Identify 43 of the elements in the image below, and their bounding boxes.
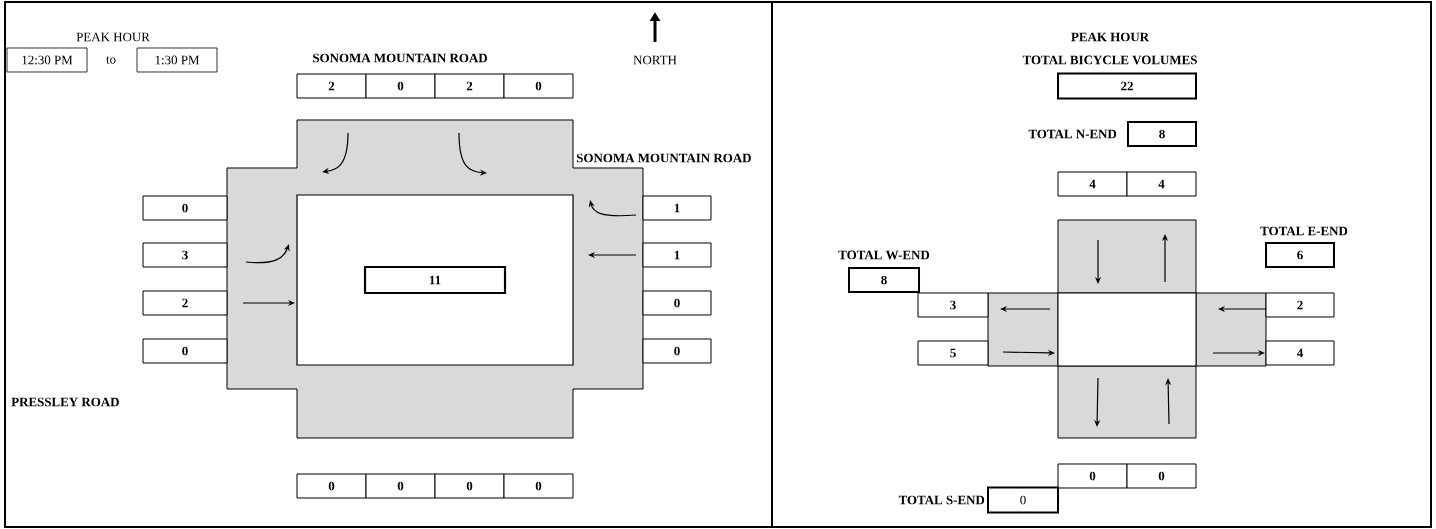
count-box: 3 xyxy=(142,242,228,268)
road-name: SONOMA MOUNTAIN ROAD xyxy=(313,53,487,63)
count-box: 0 xyxy=(503,473,574,499)
total-label: TOTAL S-END xyxy=(898,495,985,505)
count-box: 6 xyxy=(1265,242,1335,268)
count-box: 0 xyxy=(503,73,574,99)
count-box: 4 xyxy=(1265,340,1335,366)
count-box: 0 xyxy=(1057,463,1128,489)
count-box: 8 xyxy=(848,267,920,293)
label-text: NORTH xyxy=(633,55,677,65)
count-box: 0 xyxy=(434,473,505,499)
label-text: to xyxy=(106,56,116,64)
total-label: TOTAL N-END xyxy=(1028,129,1117,139)
count-box: 2 xyxy=(434,73,505,99)
count-box: 22 xyxy=(1057,72,1197,100)
count-box: 0 xyxy=(142,338,228,364)
count-box: 4 xyxy=(1126,171,1197,197)
count-box: 0 xyxy=(987,486,1059,514)
count-box: 0 xyxy=(642,338,712,364)
count-box: 12:30 PM xyxy=(6,47,88,73)
count-box: 0 xyxy=(365,73,436,99)
count-box: 1:30 PM xyxy=(136,47,218,73)
count-box: 5 xyxy=(917,340,989,366)
count-box: 11 xyxy=(363,265,507,295)
count-box: 8 xyxy=(1127,121,1197,147)
count-box: 3 xyxy=(917,292,989,318)
count-box: 0 xyxy=(296,473,367,499)
label-text: PEAK HOUR xyxy=(76,32,150,42)
total-label: TOTAL E-END xyxy=(1260,226,1348,236)
road-name: PRESSLEY ROAD xyxy=(11,397,119,407)
count-box: 0 xyxy=(642,290,712,316)
count-box: 1 xyxy=(642,195,712,221)
count-box: 2 xyxy=(296,73,367,99)
road-name: SONOMA MOUNTAIN ROAD xyxy=(576,153,751,163)
count-box: 2 xyxy=(1265,292,1335,318)
count-box: 0 xyxy=(1126,463,1197,489)
count-box: 0 xyxy=(142,195,228,221)
count-box: 2 xyxy=(142,290,228,316)
heading: PEAK HOUR xyxy=(1071,32,1150,42)
total-label: TOTAL W-END xyxy=(838,250,930,260)
count-box: 1 xyxy=(642,242,712,268)
count-box: 0 xyxy=(365,473,436,499)
count-box: 4 xyxy=(1057,171,1128,197)
